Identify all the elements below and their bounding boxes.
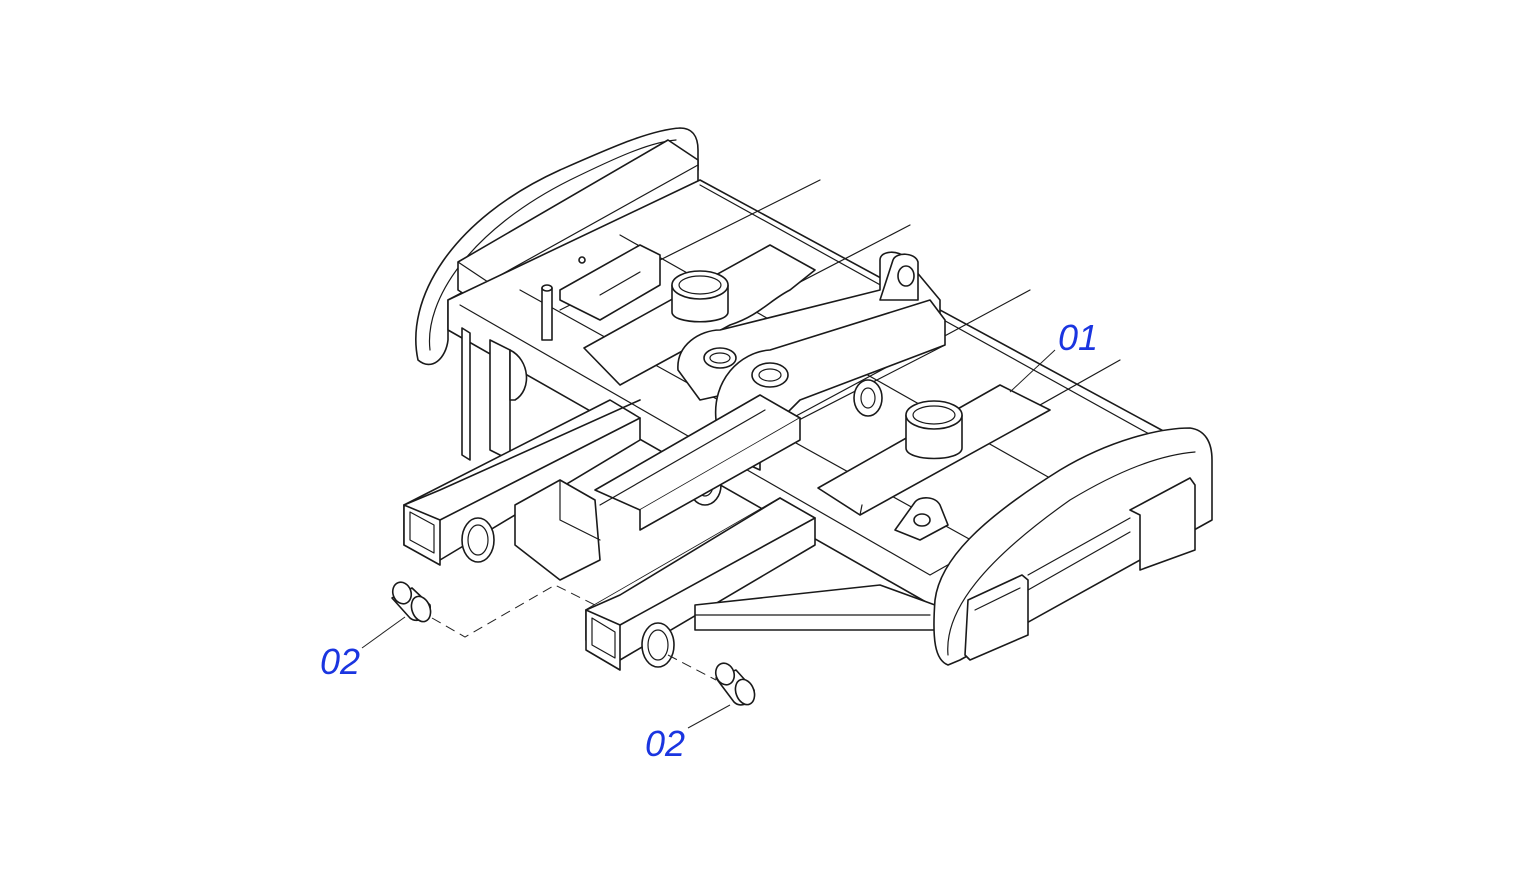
- locating-pin: [541, 256, 586, 341]
- callout-02-left: 02: [320, 641, 360, 682]
- front-end-plate: [933, 427, 1213, 666]
- rear-bushing: [671, 270, 729, 323]
- center-rail: [594, 394, 801, 531]
- left-side-plate: [461, 327, 528, 461]
- right-tube-arm: [585, 497, 816, 671]
- front-bushing: [905, 400, 963, 460]
- callout-01: 01: [1058, 317, 1098, 358]
- bushing-part-left: [391, 581, 432, 623]
- assembly-paths: [431, 584, 717, 681]
- callout-02-right: 02: [645, 723, 685, 764]
- leader-lines: [361, 349, 1056, 729]
- front-lug: [894, 497, 949, 541]
- rear-bracket: [559, 244, 661, 321]
- left-bracket: [514, 479, 601, 581]
- left-tube-arm: [403, 399, 641, 566]
- bushing-part-right: [714, 662, 756, 706]
